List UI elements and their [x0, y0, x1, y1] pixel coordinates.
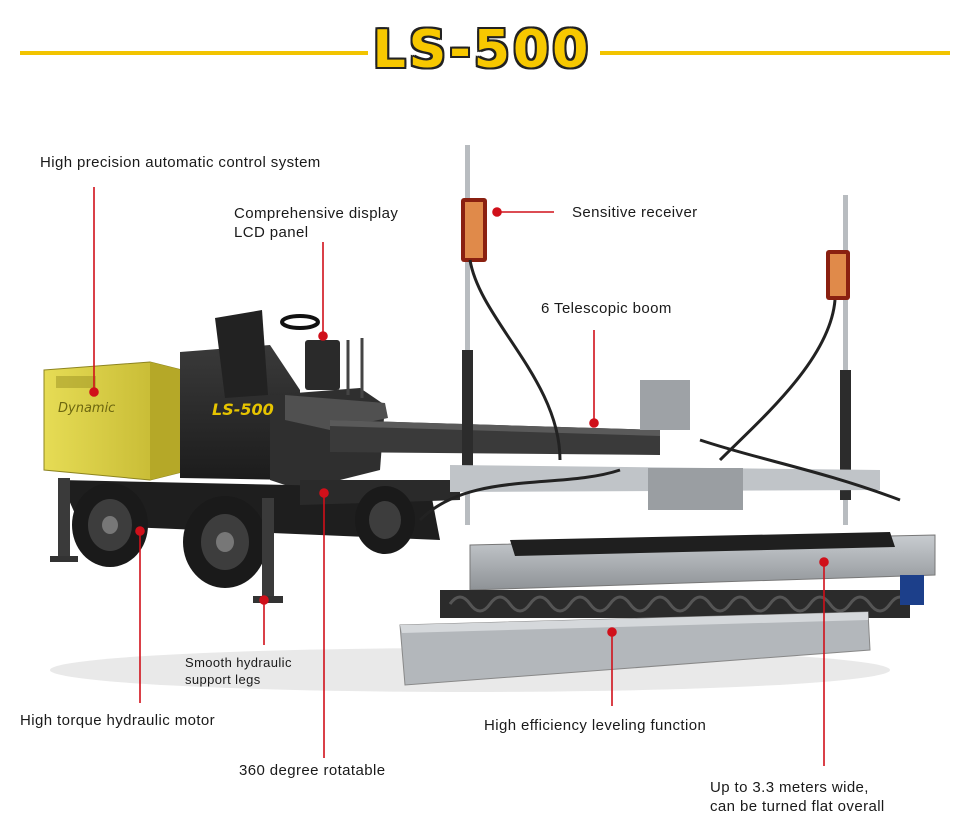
- callout-width: Up to 3.3 meters wide, can be turned fla…: [710, 778, 885, 816]
- header-line-right: [600, 51, 950, 55]
- callout-width-line1: Up to 3.3 meters wide,: [710, 779, 869, 796]
- main-body: LS-500: [180, 345, 388, 490]
- steering-wheel: [280, 314, 320, 330]
- callout-receiver: Sensitive receiver: [572, 204, 698, 221]
- callout-legs-line1: Smooth hydraulic: [185, 655, 292, 670]
- callout-legs: Smooth hydraulic support legs: [185, 654, 292, 688]
- header-line-left: [20, 51, 368, 55]
- callout-leveling: High efficiency leveling function: [484, 717, 707, 734]
- rear-wheel: [72, 483, 148, 567]
- callout-display-line1: Comprehensive display: [234, 205, 399, 222]
- screed-plate: [399, 611, 871, 686]
- callout-boom: 6 Telescopic boom: [541, 300, 672, 317]
- page-title: LS-500: [372, 20, 592, 80]
- receiver-mast-right: [718, 195, 851, 525]
- callout-display: Comprehensive display LCD panel: [234, 204, 398, 242]
- callout-legs-line2: support legs: [185, 672, 261, 687]
- receiver-mast-left: [461, 145, 562, 525]
- callout-motor: High torque hydraulic motor: [20, 712, 216, 729]
- callout-rotatable: 360 degree rotatable: [239, 762, 386, 779]
- callout-width-line2: can be turned flat overall: [710, 798, 885, 815]
- brand-text: Dynamic: [58, 401, 115, 416]
- body-model-text: LS-500: [212, 400, 274, 419]
- leveling-auger: [440, 532, 936, 618]
- telescopic-boom: [330, 420, 660, 455]
- operator-seat: [215, 310, 364, 398]
- front-wheel: [183, 496, 267, 588]
- callout-pointers: [89, 187, 829, 766]
- engine-housing: Dynamic: [43, 361, 191, 481]
- screed-head-frame: [418, 380, 901, 522]
- callout-control-system: High precision automatic control system: [40, 154, 321, 171]
- right-wheel: [355, 486, 415, 554]
- callout-display-line2: LCD panel: [234, 224, 309, 241]
